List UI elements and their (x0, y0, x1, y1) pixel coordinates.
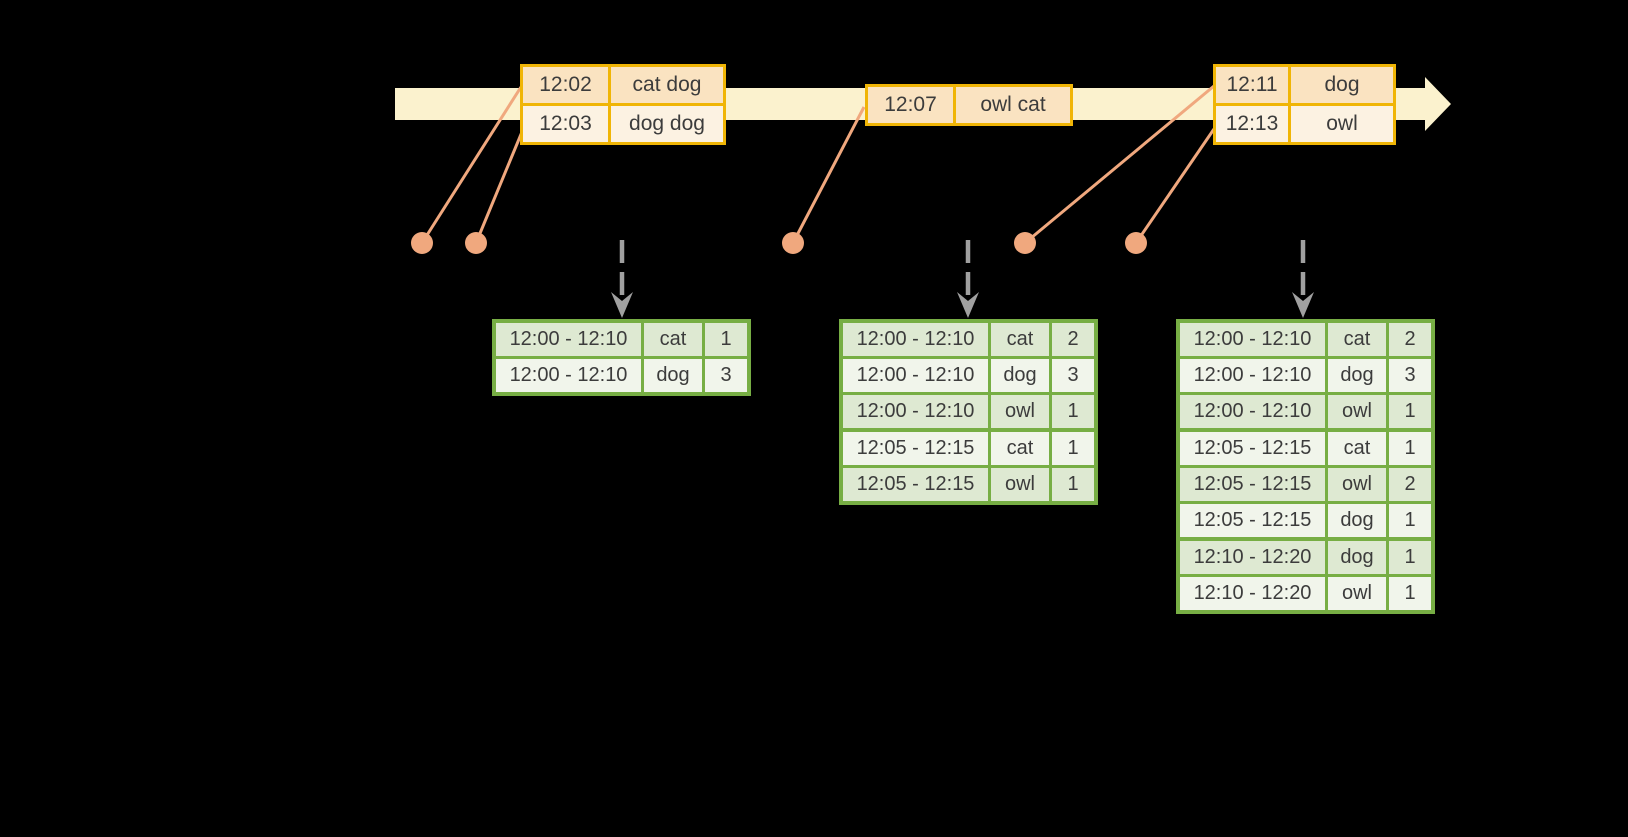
window-cell: 12:00 - 12:10 (496, 323, 641, 356)
word-cell: cat (1325, 432, 1386, 465)
count-cell: 1 (1386, 504, 1431, 537)
window-cell: 12:05 - 12:15 (1180, 468, 1325, 501)
trigger-arrowhead-icon (611, 292, 633, 318)
count-cell: 1 (1049, 432, 1094, 465)
event-time-cell: 12:07 (868, 87, 953, 123)
event-dot-icon (782, 232, 804, 254)
event-words-cell: owl cat (953, 87, 1070, 123)
connector-line (420, 86, 523, 244)
word-cell: owl (988, 468, 1049, 501)
trigger-arrowhead-icon (1292, 292, 1314, 318)
event-words-cell: cat dog (608, 67, 723, 103)
event-dot-icon (1014, 232, 1036, 254)
event-time-cell: 12:03 (523, 106, 608, 142)
count-cell: 1 (1386, 395, 1431, 428)
word-cell: cat (988, 323, 1049, 356)
count-cell: 1 (1049, 395, 1094, 428)
word-cell: dog (1325, 359, 1386, 392)
word-cell: owl (1325, 577, 1386, 610)
window-cell: 12:05 - 12:15 (1180, 432, 1325, 465)
word-cell: cat (641, 323, 702, 356)
count-cell: 2 (1386, 323, 1431, 356)
window-cell: 12:00 - 12:10 (1180, 395, 1325, 428)
count-cell: 3 (1049, 359, 1094, 392)
word-cell: owl (988, 395, 1049, 428)
connector-line (1024, 84, 1215, 245)
count-cell: 2 (1386, 468, 1431, 501)
window-cell: 12:00 - 12:10 (1180, 323, 1325, 356)
count-cell: 3 (702, 359, 747, 392)
count-cell: 1 (702, 323, 747, 356)
word-cell: dog (1325, 541, 1386, 574)
window-cell: 12:05 - 12:15 (1180, 504, 1325, 537)
connector-line (791, 106, 866, 244)
event-words-cell: owl (1288, 106, 1393, 142)
count-cell: 1 (1049, 468, 1094, 501)
trigger-arrows (611, 240, 1314, 318)
window-cell: 12:05 - 12:15 (843, 468, 988, 501)
window-cell: 12:00 - 12:10 (843, 359, 988, 392)
timeline-arrowhead-icon (1425, 77, 1451, 131)
window-cell: 12:10 - 12:20 (1180, 541, 1325, 574)
word-cell: dog (641, 359, 702, 392)
count-cell: 1 (1386, 577, 1431, 610)
count-cell: 1 (1386, 432, 1431, 465)
event-words-cell: dog dog (608, 106, 723, 142)
connector-line (1134, 128, 1216, 244)
word-cell: owl (1325, 468, 1386, 501)
word-cell: cat (1325, 323, 1386, 356)
event-dot-icon (465, 232, 487, 254)
count-cell: 2 (1049, 323, 1094, 356)
count-cell: 1 (1386, 541, 1431, 574)
window-cell: 12:00 - 12:10 (843, 323, 988, 356)
window-cell: 12:00 - 12:10 (496, 359, 641, 392)
count-cell: 3 (1386, 359, 1431, 392)
event-connectors (411, 84, 1216, 254)
event-time-cell: 12:13 (1216, 106, 1288, 142)
event-time-cell: 12:02 (523, 67, 608, 103)
event-dot-icon (1125, 232, 1147, 254)
word-cell: owl (1325, 395, 1386, 428)
word-cell: dog (988, 359, 1049, 392)
event-words-cell: dog (1288, 67, 1393, 103)
word-cell: cat (988, 432, 1049, 465)
event-time-cell: 12:11 (1216, 67, 1288, 103)
trigger-arrowhead-icon (957, 292, 979, 318)
window-cell: 12:10 - 12:20 (1180, 577, 1325, 610)
window-cell: 12:00 - 12:10 (1180, 359, 1325, 392)
window-cell: 12:00 - 12:10 (843, 395, 988, 428)
word-cell: dog (1325, 504, 1386, 537)
connector-line (474, 126, 526, 244)
window-cell: 12:05 - 12:15 (843, 432, 988, 465)
event-dot-icon (411, 232, 433, 254)
